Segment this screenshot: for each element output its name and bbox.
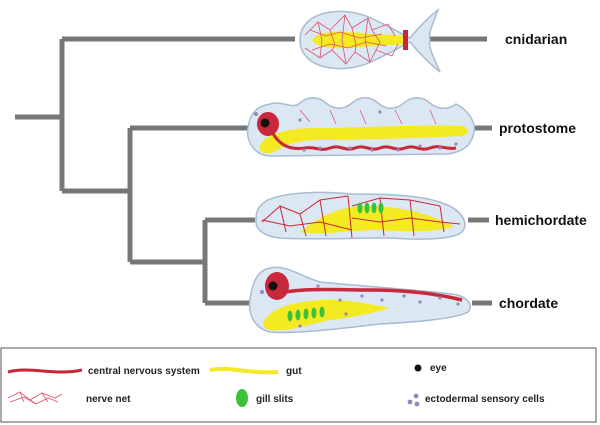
- hemichordate-organism: [255, 191, 466, 240]
- legend-label-eye: eye: [430, 363, 447, 374]
- protostome-organism: [246, 97, 476, 157]
- cnidarian-organism: [299, 7, 441, 73]
- legend-label-central-nervous-system: central nervous system: [88, 366, 200, 377]
- phylogenetic-tree: [15, 36, 492, 306]
- cnidarian-ring: [403, 30, 408, 50]
- legend-label-ectodermal-sensory-cells: ectodermal sensory cells: [425, 394, 545, 405]
- nerve-net-icon: [7, 391, 63, 405]
- protostome-body: [246, 97, 476, 157]
- chordate-gut: [263, 300, 390, 331]
- sensory-cells-icon: [407, 393, 420, 407]
- taxon-label-protostome: protostome: [499, 120, 576, 136]
- chordate-gill-slits: [287, 306, 325, 322]
- hemichordate-gill-slits: [357, 202, 384, 214]
- protostome-eye: [260, 118, 270, 128]
- cnidarian-gut: [312, 31, 408, 49]
- taxon-label-hemichordate: hemichordate: [495, 212, 587, 228]
- legend-label-gut: gut: [286, 366, 302, 377]
- legend: central nervous system gut eye nerve net…: [0, 347, 597, 423]
- gill-slit-icon: [236, 389, 248, 407]
- protostome-nerve-cord: [270, 131, 457, 151]
- protostome-sensory-cells: [254, 110, 458, 152]
- chordate-eye: [268, 281, 278, 291]
- legend-label-gill-slits: gill slits: [256, 394, 294, 405]
- eye-dot-icon: [414, 364, 422, 372]
- cnidarian-nerve-net: [304, 14, 399, 65]
- cns-line-icon: [7, 368, 83, 374]
- legend-box: [0, 347, 597, 423]
- protostome-gut: [259, 125, 468, 154]
- legend-label-nerve-net: nerve net: [86, 394, 131, 405]
- chordate-nerve-cord: [284, 287, 463, 302]
- taxon-label-chordate: chordate: [499, 295, 558, 311]
- taxon-label-cnidarian: cnidarian: [505, 31, 567, 47]
- hemichordate-nerve-net: [261, 195, 461, 239]
- gut-line-icon: [209, 366, 279, 375]
- chordate-sensory-cells: [260, 284, 460, 328]
- protostome-nerve-net: [299, 109, 437, 125]
- chordate-organism: [248, 266, 472, 334]
